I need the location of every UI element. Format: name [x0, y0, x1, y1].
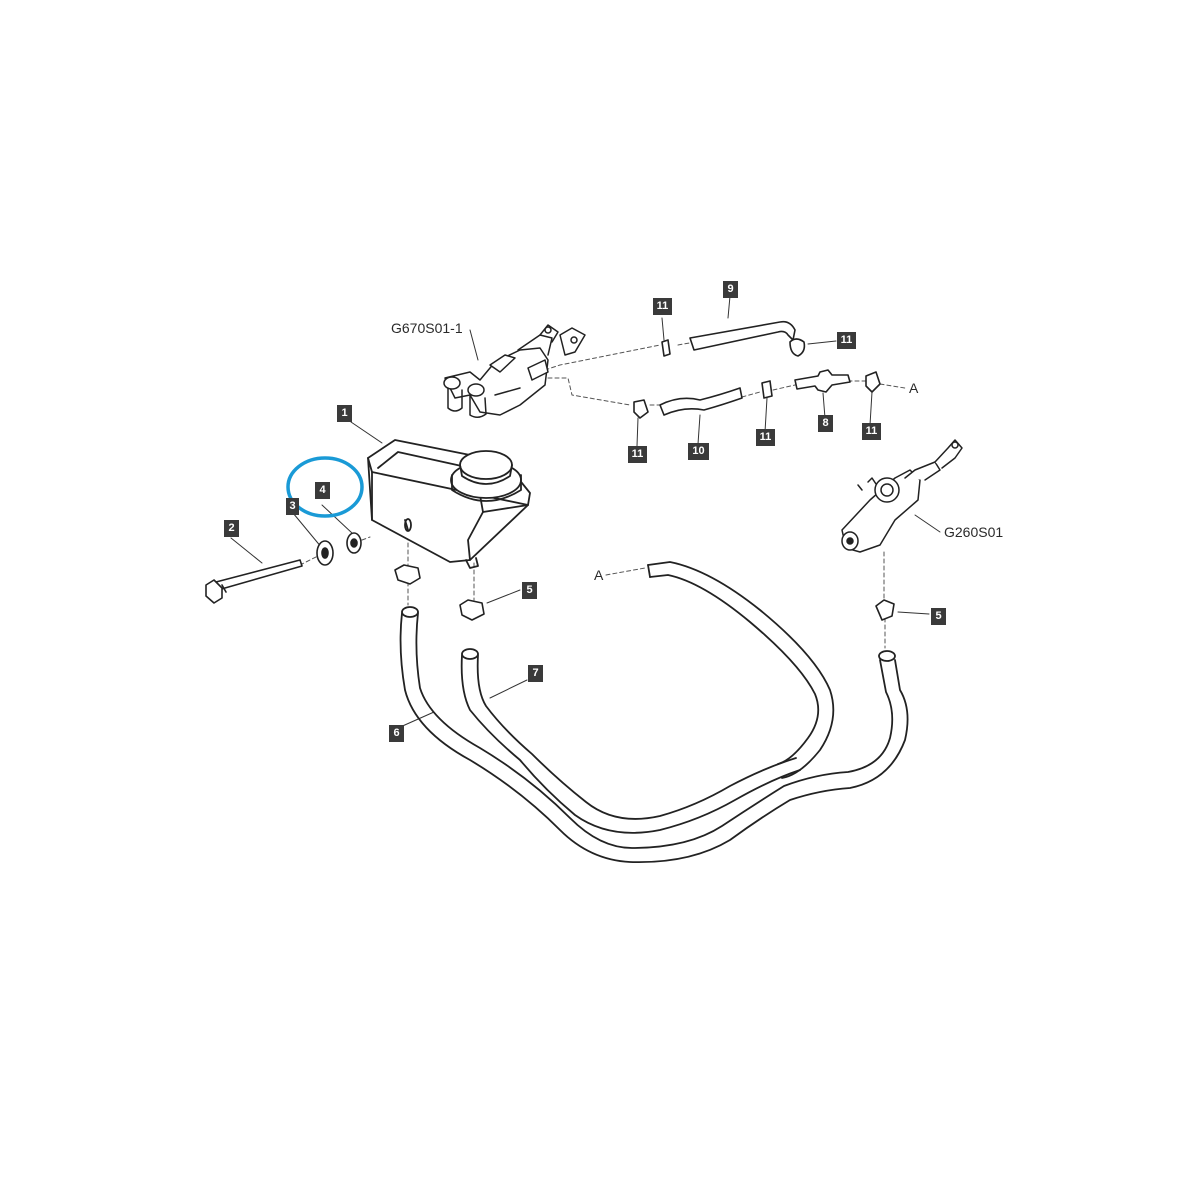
callout-7: 7	[528, 665, 543, 682]
hose-a	[647, 561, 835, 779]
dashed-leaders	[299, 341, 906, 649]
connector-a-right: A	[909, 380, 919, 396]
callout-9: 9	[723, 281, 738, 298]
clamps-5	[394, 564, 895, 621]
highlight-circle	[286, 456, 364, 518]
callout-6: 6	[389, 725, 404, 742]
callout-11b: 11	[837, 332, 856, 349]
bolt-part	[205, 559, 303, 604]
master-cylinder	[443, 324, 586, 418]
t-fitting-8	[794, 369, 851, 393]
callout-11a: 11	[653, 298, 672, 315]
callout-2: 2	[224, 520, 239, 537]
callout-11d: 11	[756, 429, 775, 446]
callout-11e: 11	[862, 423, 881, 440]
hose-9	[689, 320, 796, 351]
callout-8: 8	[818, 415, 833, 432]
washers	[316, 532, 362, 566]
callout-4: 4	[315, 482, 330, 499]
connector-a-left: A	[594, 567, 604, 583]
hose-6	[399, 606, 909, 864]
callout-3: 3	[286, 498, 299, 515]
callout-5b: 5	[931, 608, 946, 625]
master-cylinder-ref: G670S01-1	[391, 320, 463, 336]
reservoir-part	[367, 439, 531, 569]
callout-10: 10	[688, 443, 709, 460]
slave-cylinder	[841, 439, 963, 553]
callout-11c: 11	[628, 446, 647, 463]
clamps-11	[633, 338, 881, 419]
hose-10	[659, 387, 743, 416]
slave-cylinder-ref: G260S01	[944, 524, 1004, 540]
callout-5a: 5	[522, 582, 537, 599]
hose-7	[460, 648, 801, 834]
callout-1: 1	[337, 405, 352, 422]
